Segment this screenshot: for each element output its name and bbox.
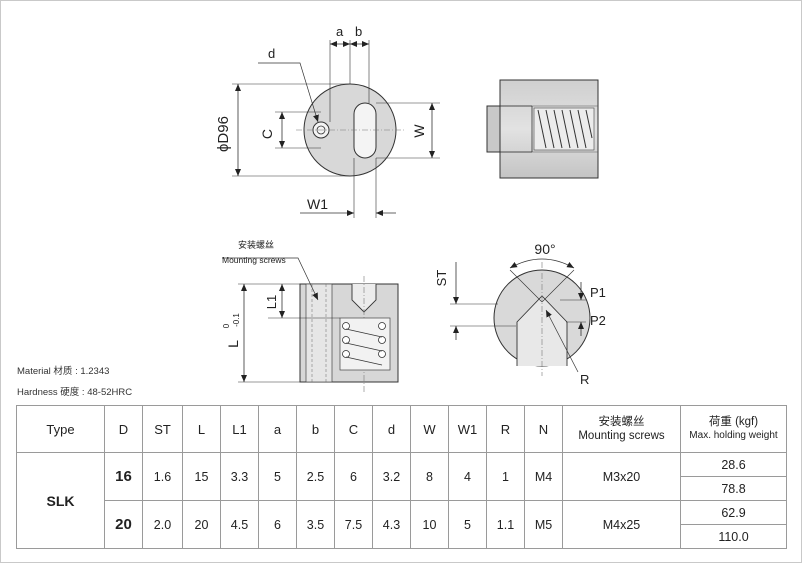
cell-force: 110.0 [680, 524, 787, 549]
header-mounting-cn: 安装螺丝 [598, 416, 645, 428]
label-mounting-screws-en: Mounting screws [222, 255, 286, 265]
label-r: R [580, 372, 589, 387]
cell-force: 78.8 [680, 476, 787, 501]
cell-small-d: 4.3 [372, 500, 411, 549]
label-l-tol-upper: 0 [222, 323, 231, 328]
label-angle: 90° [534, 241, 555, 257]
cell-r: 1.1 [486, 500, 525, 549]
header-c: C [334, 405, 373, 453]
header-small-d: d [372, 405, 411, 453]
label-phi-d96: ϕD96 [215, 116, 232, 152]
cell-l1: 3.3 [220, 452, 259, 501]
hardness-spec: Hardness 硬度 : 48-52HRC [17, 387, 133, 398]
cell-c: 6 [334, 452, 373, 501]
label-l1: L1 [264, 295, 279, 309]
cell-force: 62.9 [680, 500, 787, 525]
cell-w: 10 [410, 500, 449, 549]
header-d: D [104, 405, 143, 453]
cell-screw: M3x20 [562, 452, 681, 501]
cell-b: 2.5 [296, 452, 335, 501]
cell-d: 16 [104, 452, 143, 501]
header-holding-weight: 荷重 (kgf) Max. holding weight [680, 405, 787, 453]
cell-w1: 4 [448, 452, 487, 501]
cell-st: 2.0 [142, 500, 183, 549]
header-l: L [182, 405, 221, 453]
label-p2: P2 [590, 313, 606, 328]
cell-c: 7.5 [334, 500, 373, 549]
label-l: L [225, 340, 241, 348]
label-a: a [336, 24, 344, 39]
table-row: SLK 16 1.6 15 3.3 5 2.5 6 3.2 8 4 1 M4 M… [16, 452, 787, 549]
side-view [486, 79, 599, 179]
cell-n: M5 [524, 500, 563, 549]
header-w: W [410, 405, 449, 453]
cell-a: 6 [258, 500, 297, 549]
label-c: C [259, 129, 275, 139]
cell-force: 28.6 [680, 452, 787, 477]
cell-w: 8 [410, 452, 449, 501]
cell-a: 5 [258, 452, 297, 501]
label-st: ST [434, 270, 449, 287]
cell-d: 20 [104, 500, 143, 549]
label-b: b [355, 24, 362, 39]
cell-l: 20 [182, 500, 221, 549]
header-force-en: Max. holding weight [689, 430, 778, 441]
material-spec: Material 材质 : 1.2343 [17, 366, 110, 377]
cell-w1: 5 [448, 500, 487, 549]
header-force-cn: 荷重 (kgf) [708, 416, 759, 428]
technical-drawing: ϕD96 C d a b W W1 [215, 24, 606, 392]
label-l-tol-lower: -0.1 [232, 313, 241, 327]
cell-l: 15 [182, 452, 221, 501]
label-w: W [411, 124, 427, 138]
table-header-row: Type D ST L L1 a b C d W W1 R N 安装螺丝 Mou… [16, 405, 787, 453]
front-section-view: 安装螺丝 Mounting screws L 0 -0.1 L1 [222, 239, 399, 392]
label-w1: W1 [307, 196, 328, 212]
top-view: ϕD96 C d a b W W1 [215, 24, 440, 218]
header-r: R [486, 405, 525, 453]
header-mounting-screws: 安装螺丝 Mounting screws [562, 405, 681, 453]
cell-n: M4 [524, 452, 563, 501]
cell-st: 1.6 [142, 452, 183, 501]
header-type: Type [16, 405, 105, 453]
table-row: 20 2.0 20 4.5 6 3.5 7.5 4.3 10 5 1.1 M5 … [17, 500, 787, 549]
header-b: b [296, 405, 335, 453]
header-mounting-en: Mounting screws [578, 430, 665, 442]
cell-screw: M4x25 [562, 500, 681, 549]
table-row: 110.0 [17, 524, 787, 549]
header-l1: L1 [220, 405, 259, 453]
label-d: d [268, 46, 275, 61]
header-w1: W1 [448, 405, 487, 453]
label-p1: P1 [590, 285, 606, 300]
header-a: a [258, 405, 297, 453]
cell-b: 3.5 [296, 500, 335, 549]
header-n: N [524, 405, 563, 453]
cell-type: SLK [16, 452, 105, 549]
cell-small-d: 3.2 [372, 452, 411, 501]
detent-view: 90° ST P1 P2 R [434, 241, 606, 387]
cell-r: 1 [486, 452, 525, 501]
cell-l1: 4.5 [220, 500, 259, 549]
spec-table: Type D ST L L1 a b C d W W1 R N 安装螺丝 Mou… [16, 405, 787, 549]
label-mounting-screws-cn: 安装螺丝 [238, 239, 274, 250]
header-st: ST [142, 405, 183, 453]
